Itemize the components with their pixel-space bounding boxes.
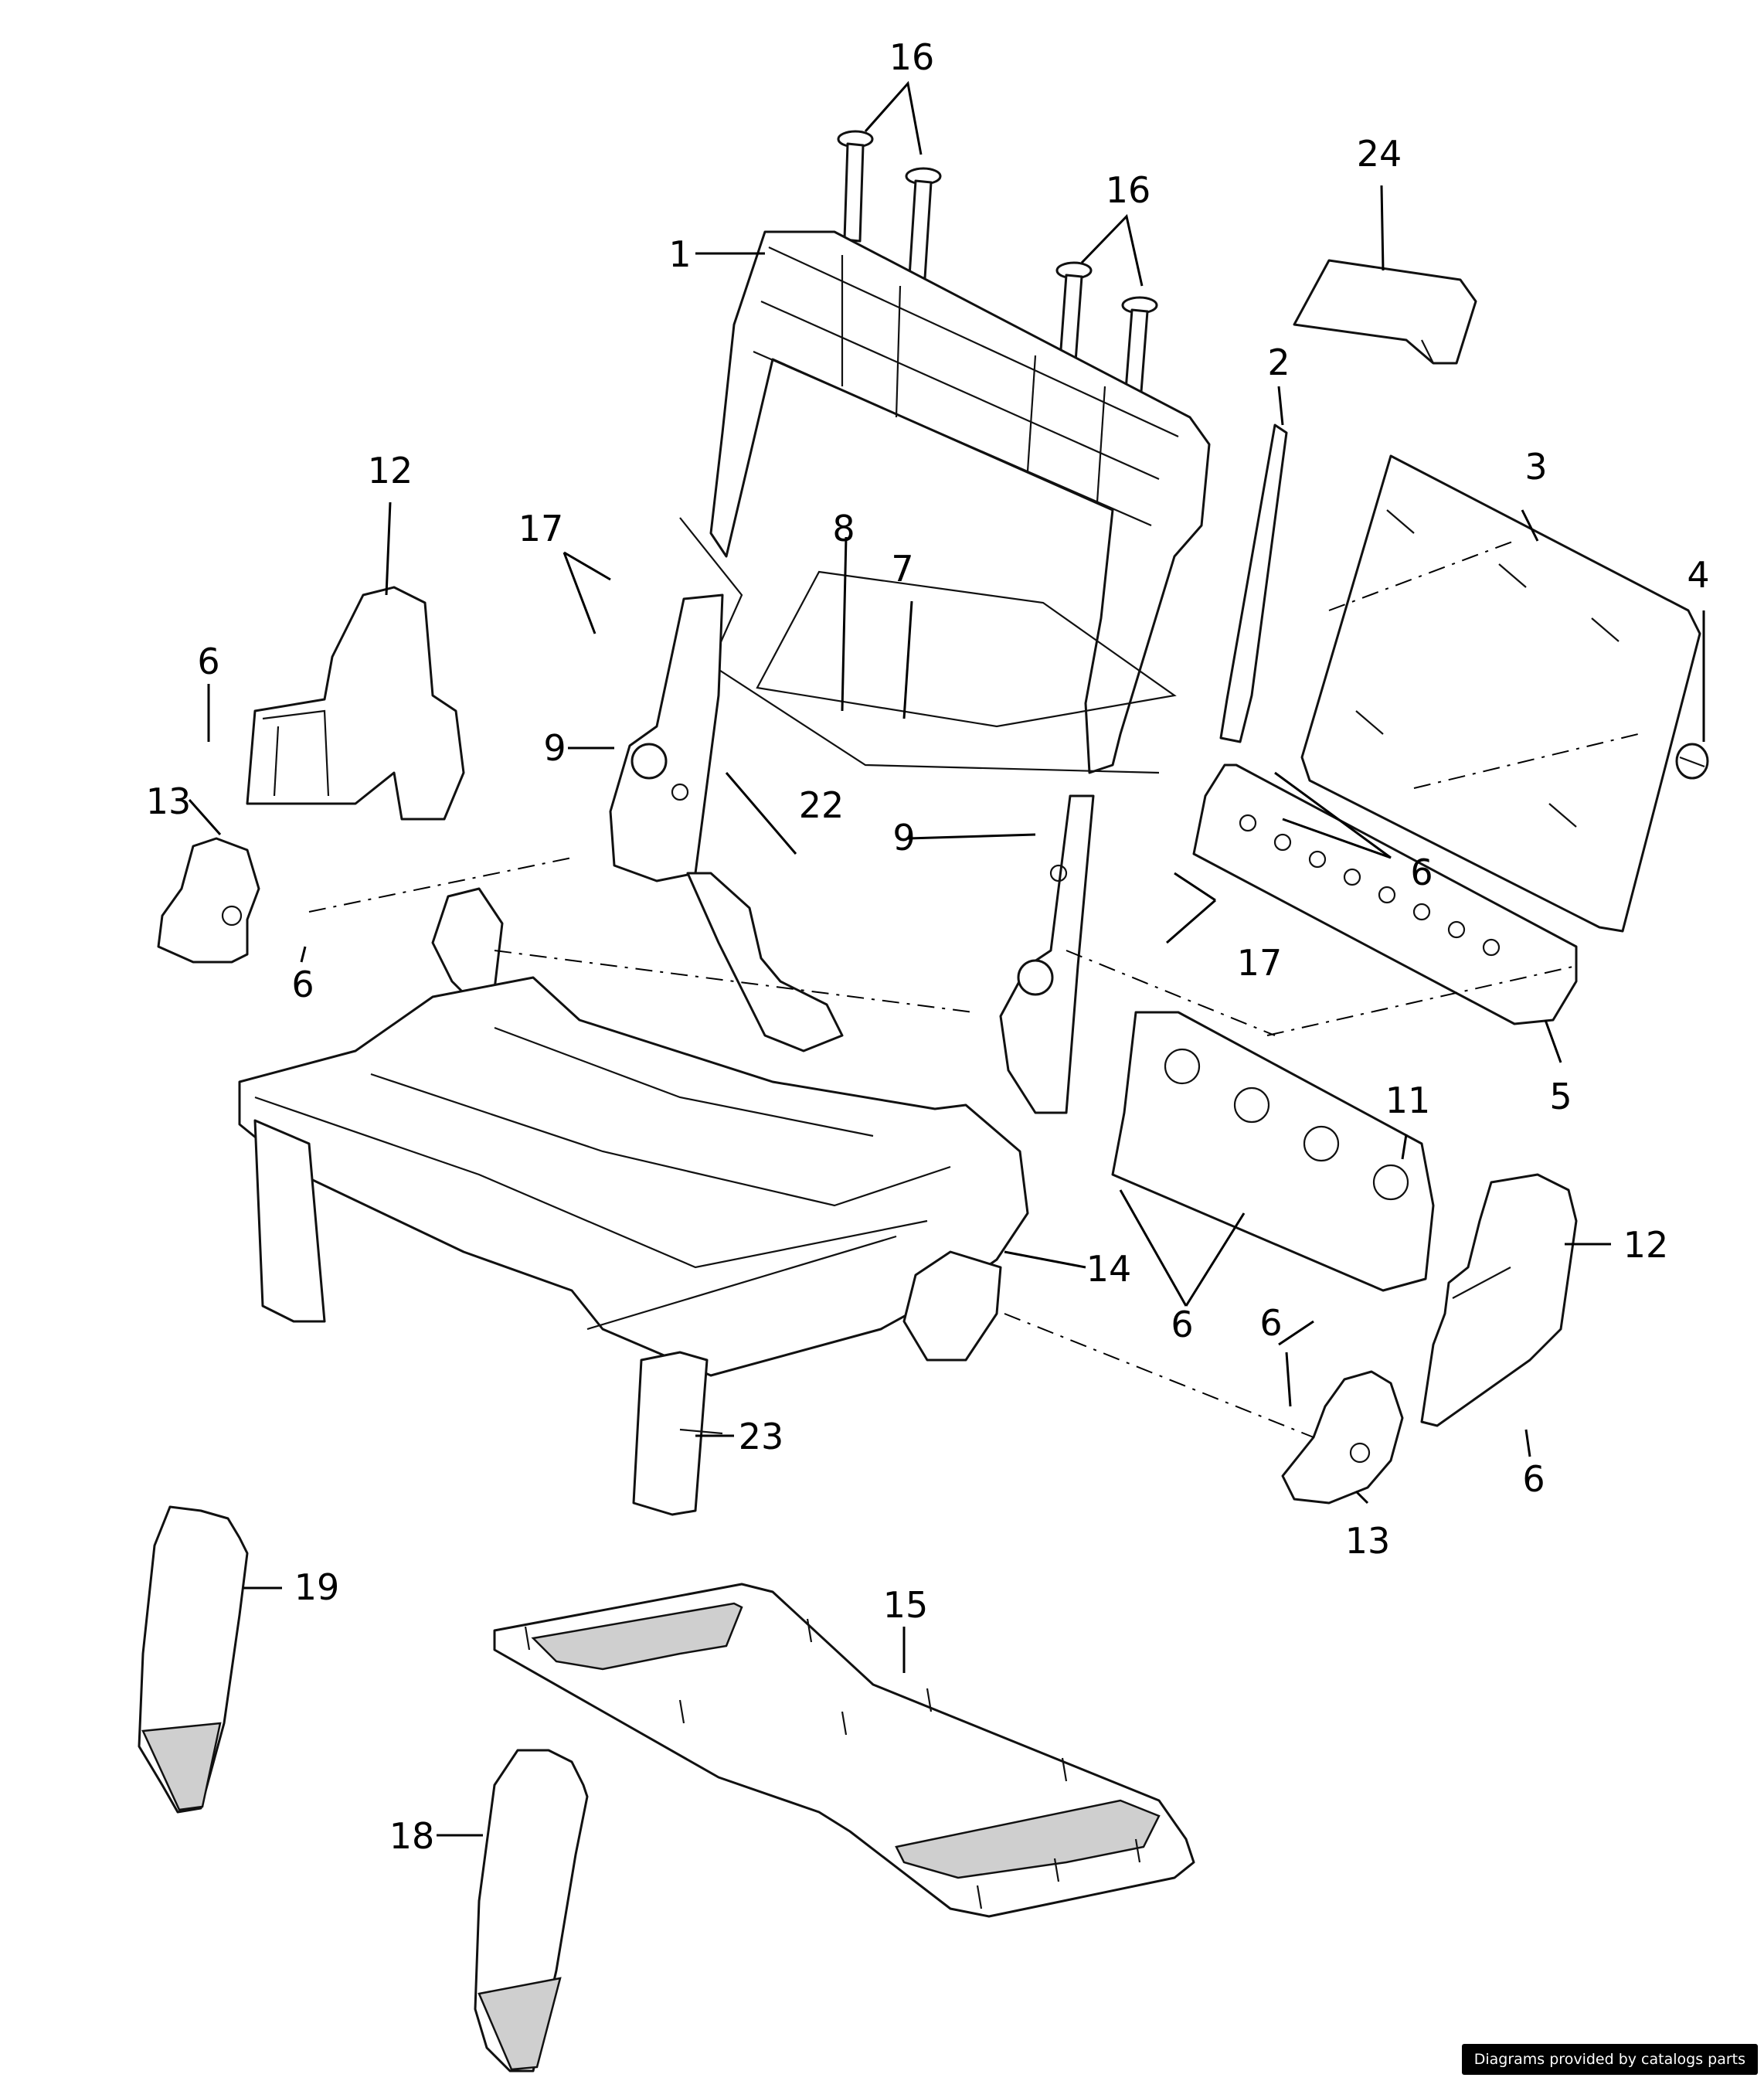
callout-6: 6 xyxy=(1410,852,1433,893)
leg-23 xyxy=(679,1428,723,1435)
callout-23: 23 xyxy=(739,1416,784,1457)
callout-18: 18 xyxy=(389,1815,435,1857)
bolt-16-1 xyxy=(837,130,874,243)
callout-3: 3 xyxy=(1524,446,1547,488)
callout-13: 13 xyxy=(146,780,192,822)
callout-1: 1 xyxy=(668,233,691,275)
trim-18 xyxy=(474,1749,589,2072)
callout-16: 16 xyxy=(889,36,935,78)
callout-9: 9 xyxy=(892,817,915,859)
label-24 xyxy=(1293,259,1477,365)
assembly-lines xyxy=(308,540,1639,1438)
callout-6: 6 xyxy=(197,641,219,682)
mount-bracket-14 xyxy=(902,1250,1002,1362)
trim-19 xyxy=(138,1505,249,1814)
side-shield-12-left xyxy=(246,586,465,821)
hinge-trim-11 xyxy=(1111,1011,1435,1292)
pivot-bracket-9-right xyxy=(999,794,1095,1114)
hinge-cover-13-right xyxy=(1281,1370,1404,1505)
callout-12: 12 xyxy=(1623,1224,1669,1266)
callout-4: 4 xyxy=(1687,554,1709,596)
callout-15: 15 xyxy=(883,1584,929,1626)
callout-14: 14 xyxy=(1086,1248,1132,1290)
callout-19: 19 xyxy=(294,1566,340,1608)
callout-2: 2 xyxy=(1267,342,1290,383)
rear-panel-3 xyxy=(1300,454,1701,933)
hinge-cover-13-left xyxy=(157,837,260,964)
seat-back-frame-1 xyxy=(709,230,1211,774)
side-shield-12-right xyxy=(1420,1173,1578,1427)
clip-4 xyxy=(1675,743,1709,780)
callout-labels: 16 16 24 1 2 3 4 12 17 8 7 6 9 22 9 6 13… xyxy=(146,36,1710,1857)
bolt-16-3 xyxy=(1055,261,1093,363)
bolt-16-4 xyxy=(1121,296,1158,393)
credit-badge: Diagrams provided by catalogs parts xyxy=(1461,2044,1758,2075)
callout-6: 6 xyxy=(1171,1304,1193,1345)
callout-6: 6 xyxy=(1259,1302,1282,1344)
callout-5: 5 xyxy=(1549,1076,1572,1117)
callout-17: 17 xyxy=(518,508,564,549)
seat-cushion-frame xyxy=(238,976,1029,1516)
lower-trim-5 xyxy=(1192,763,1578,1025)
rod-2 xyxy=(1219,423,1288,743)
leader-lines xyxy=(188,80,1705,1837)
bolt-16-2 xyxy=(905,167,942,280)
callout-7: 7 xyxy=(891,548,913,590)
callout-11: 11 xyxy=(1385,1080,1431,1121)
callout-24: 24 xyxy=(1357,133,1402,175)
callout-6: 6 xyxy=(1522,1458,1545,1500)
pivot-bracket-9-left xyxy=(609,593,724,882)
callout-17: 17 xyxy=(1237,942,1283,984)
wire-frame-7 xyxy=(756,570,1177,728)
callout-12: 12 xyxy=(368,450,413,491)
callout-16: 16 xyxy=(1106,169,1151,211)
callout-6: 6 xyxy=(291,964,314,1005)
callout-13: 13 xyxy=(1345,1520,1391,1562)
callout-22: 22 xyxy=(799,784,845,826)
callout-9: 9 xyxy=(543,727,566,769)
floor-panel-15 xyxy=(493,1583,1195,1918)
callout-8: 8 xyxy=(832,508,855,549)
